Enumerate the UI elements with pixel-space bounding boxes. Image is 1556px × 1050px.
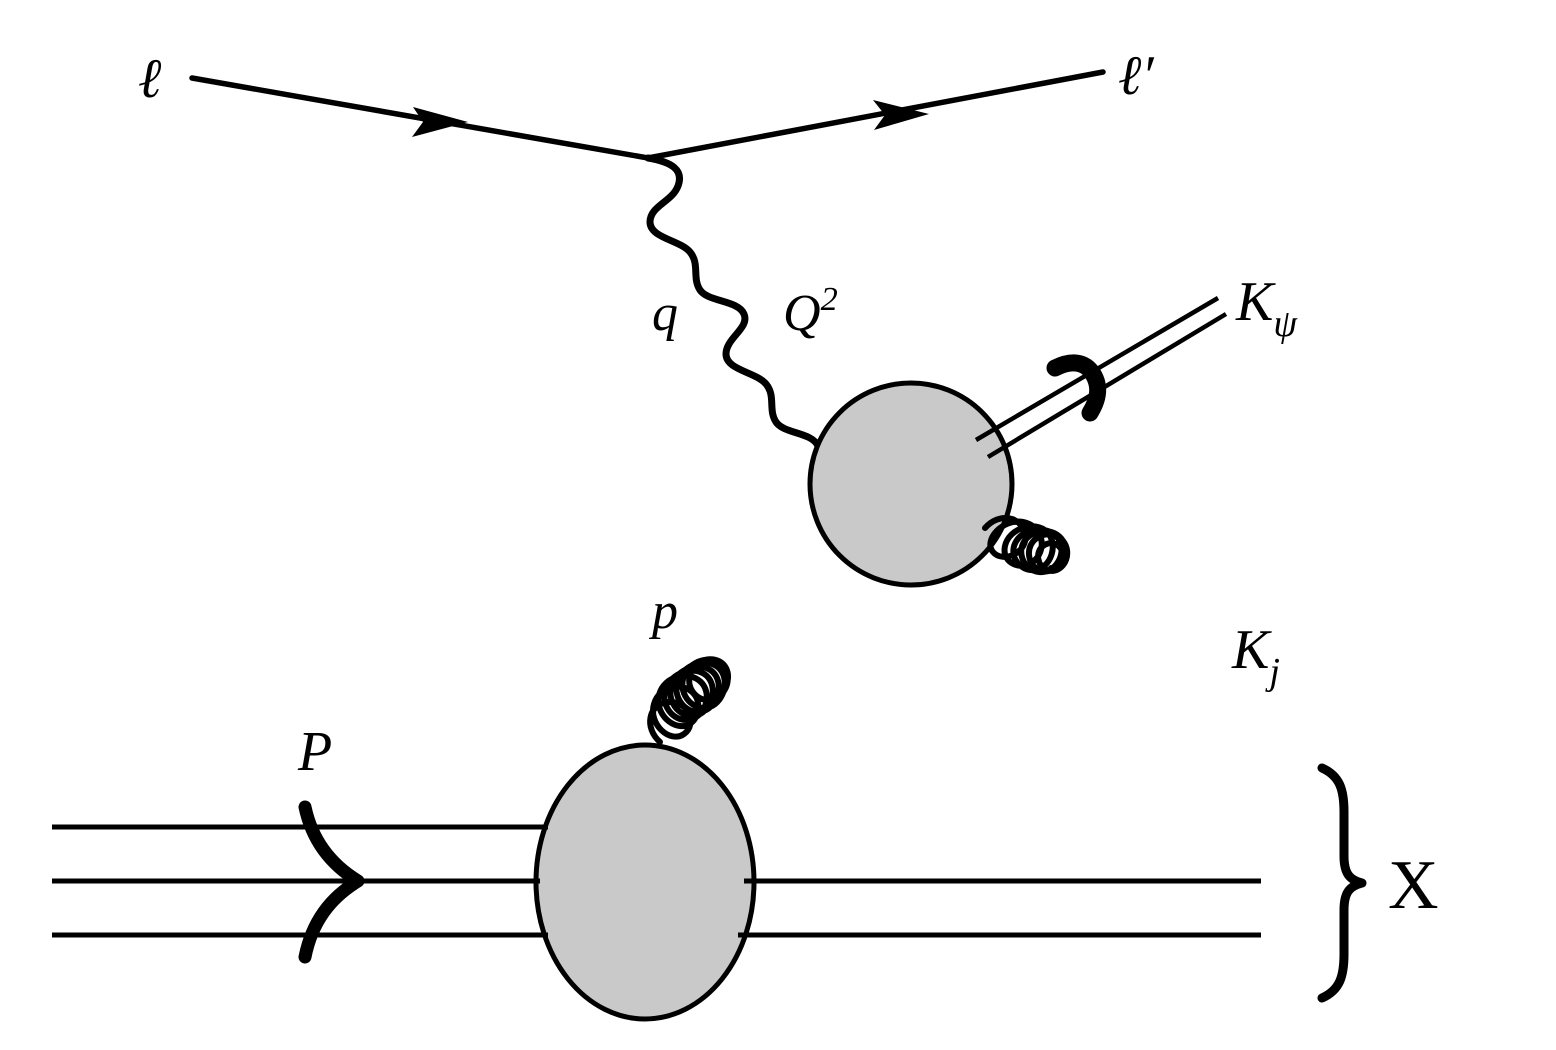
incoming-gluon-label: p bbox=[648, 583, 678, 640]
virtual-photon-wavy-line bbox=[644, 154, 822, 450]
incoming-lepton-line bbox=[189, 75, 651, 161]
proton-blob bbox=[533, 742, 757, 1022]
photon-momentum-label: q bbox=[652, 285, 678, 342]
psi-double-line-group: Kψ bbox=[974, 271, 1298, 459]
remnant-label: X bbox=[1388, 847, 1439, 924]
incoming-gluon-group: p bbox=[647, 583, 732, 745]
proton-swoosh-arrow bbox=[298, 800, 365, 964]
psi-label-base: K bbox=[1235, 271, 1276, 333]
jet-gluon-group: Kj bbox=[982, 515, 1280, 693]
incoming-lepton-arrowhead bbox=[412, 107, 468, 137]
jet-gluon-coil bbox=[982, 515, 1071, 576]
outgoing-lepton-group: ℓ′ bbox=[645, 45, 1154, 161]
virtual-photon-group: q Q2 bbox=[644, 154, 838, 450]
incoming-lepton-group: ℓ bbox=[138, 48, 651, 161]
outgoing-lepton-line bbox=[645, 69, 1106, 161]
incoming-lepton-label: ℓ bbox=[138, 48, 162, 110]
remnant-brace-group: X bbox=[1317, 763, 1439, 1003]
remnant-brace bbox=[1317, 763, 1367, 1003]
outgoing-lepton-arrowhead bbox=[873, 100, 929, 130]
incoming-gluon-coil bbox=[647, 656, 732, 745]
proton-lines-group: P bbox=[52, 721, 548, 964]
proton-momentum-label: P bbox=[297, 721, 332, 783]
psi-line-lower bbox=[986, 312, 1228, 459]
remnant-lines-group bbox=[738, 878, 1261, 938]
photon-virtuality-label: Q2 bbox=[783, 280, 838, 342]
photon-virtuality-exponent: 2 bbox=[821, 280, 838, 318]
psi-swoosh-arrow bbox=[1046, 354, 1107, 422]
photon-virtuality-base: Q bbox=[783, 285, 821, 342]
psi-label: Kψ bbox=[1235, 271, 1298, 345]
jet-label: Kj bbox=[1231, 619, 1280, 693]
hard-scattering-blob bbox=[807, 380, 1015, 588]
outgoing-lepton-label: ℓ′ bbox=[1118, 45, 1154, 107]
jet-label-base: K bbox=[1231, 619, 1272, 681]
psi-label-sub: ψ bbox=[1273, 303, 1298, 345]
